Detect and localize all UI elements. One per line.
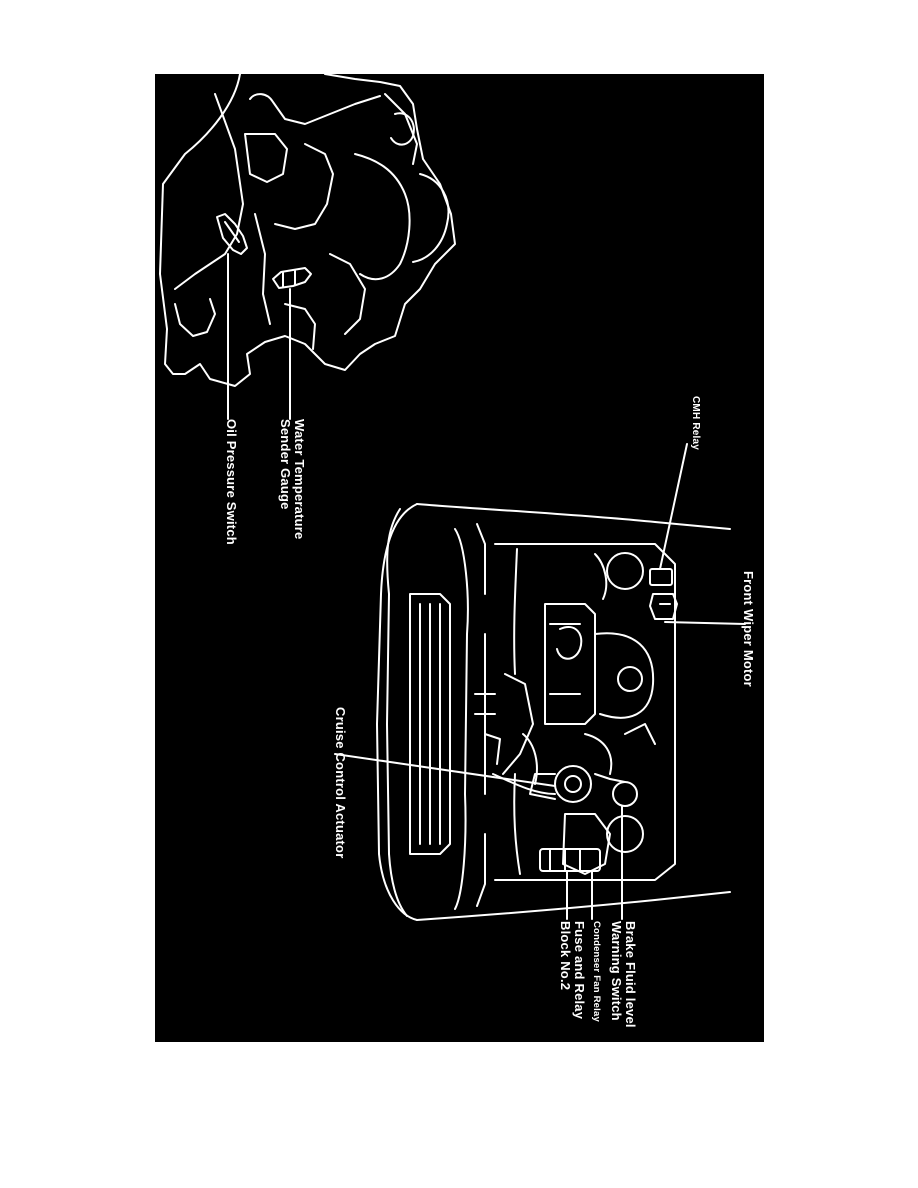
cmh-relay-label: CMH Relay: [690, 396, 701, 451]
engine-bay-drawing: [376, 503, 731, 921]
condenser-fan-relay-label: Condenser Fan Relay: [591, 921, 602, 1022]
front-wiper-motor-label: Front Wiper Motor: [741, 571, 756, 687]
brake-fluid-switch-label: Brake Fluid level Warning Switch: [609, 921, 638, 1028]
cmh-relay-leader: [659, 443, 688, 570]
oil-pressure-switch-label: Oil Pressure Switch: [224, 419, 239, 545]
cruise-control-actuator-label: Cruise Control Actuator: [333, 707, 348, 859]
cruise-control-leader: [334, 753, 556, 787]
engine-block-drawing: [159, 74, 456, 387]
engine-bay-diagram: [159, 74, 746, 921]
diagram-panel: Oil Pressure Switch Water Temperature Se…: [155, 74, 764, 1042]
wiper-motor-leader: [664, 621, 746, 625]
water-temperature-label: Water Temperature Sender Gauge: [278, 419, 307, 540]
fuse-relay-block-label: Fuse and Relay Block No.2: [558, 921, 587, 1020]
